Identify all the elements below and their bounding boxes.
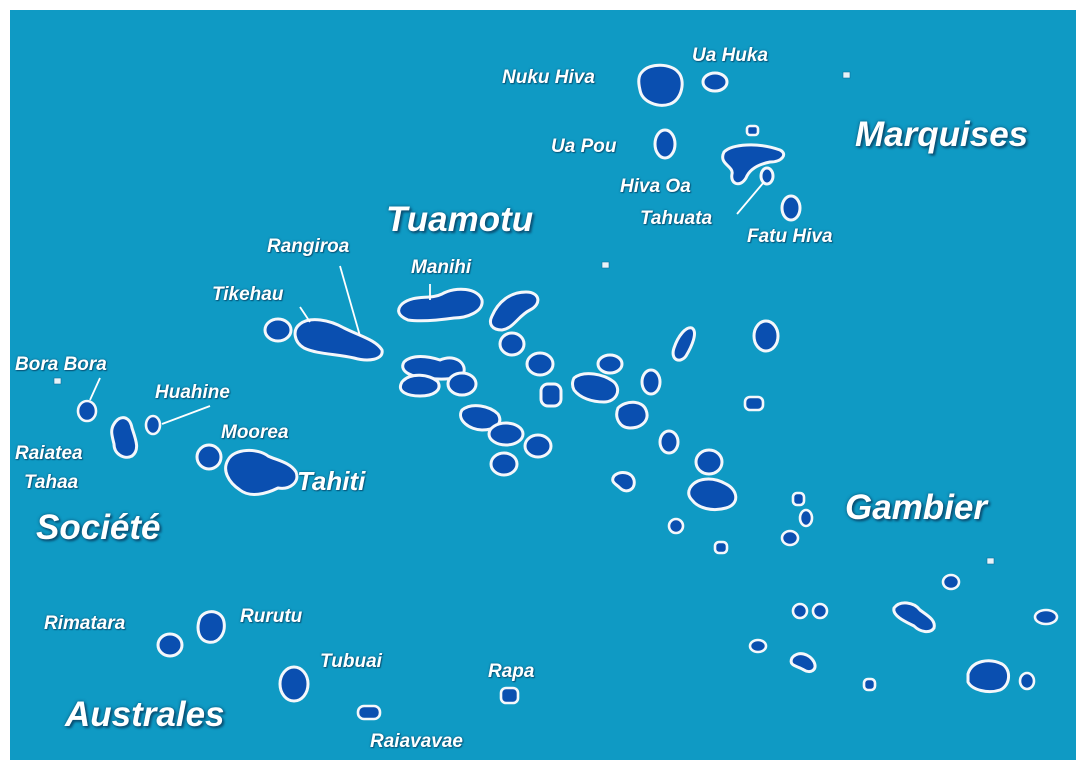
islands-layer: [53, 63, 1059, 721]
label-tahaa: Tahaa: [24, 472, 79, 493]
label-tubuai: Tubuai: [320, 651, 382, 672]
label-tahuata: Tahuata: [640, 208, 713, 229]
island-gambier-b: [798, 508, 814, 528]
island-gambier-l: [966, 659, 1010, 694]
island-tuamotu-d: [539, 382, 563, 408]
island-tuamotu-u: [687, 477, 738, 512]
label-gambier: Gambier: [845, 488, 987, 527]
island-tuamotu-o: [640, 368, 662, 396]
label-moorea: Moorea: [221, 422, 289, 443]
island-tuamotu-f: [399, 373, 441, 398]
island-gambier-m: [1018, 671, 1036, 691]
island-tikehau: [263, 317, 293, 343]
island-tuamotu-q: [752, 319, 780, 353]
island-gambier-e: [791, 602, 809, 620]
island-ua-huka: [701, 71, 729, 93]
label-huahine: Huahine: [155, 382, 230, 403]
leader-bora-bora: [89, 377, 101, 401]
island-huahine: [144, 414, 162, 436]
island-tuamotu-g: [446, 371, 478, 397]
leader-tikehau: [299, 306, 311, 323]
label-ua-pou: Ua Pou: [551, 136, 617, 157]
island-small-marquises: [745, 124, 760, 137]
label-societe: Société: [36, 508, 161, 547]
label-marquises: Marquises: [855, 115, 1029, 154]
island-raiatea-tahaa: [110, 416, 139, 459]
island-rangiroa: [293, 318, 384, 362]
island-tahuata: [759, 166, 775, 186]
label-hiva-oa: Hiva Oa: [620, 176, 691, 197]
island-tuamotu-i: [487, 421, 525, 447]
island-gambier-i: [748, 638, 768, 654]
label-tahiti: Tahiti: [297, 466, 366, 496]
leader-tahuata: [736, 181, 765, 215]
map-frame: Marquises Tuamotu Société Gambier Austra…: [10, 10, 1076, 760]
label-rangiroa: Rangiroa: [267, 236, 350, 257]
island-tuamotu-p: [671, 326, 696, 362]
label-nuku-hiva: Nuku Hiva: [502, 67, 595, 88]
label-raiavavae: Raiavavae: [370, 731, 463, 752]
island-fatu-hiva: [780, 194, 802, 222]
island-tahiti: [224, 449, 299, 496]
label-fatu-hiva: Fatu Hiva: [747, 226, 833, 247]
island-nuku-hiva: [637, 63, 684, 107]
island-tuamotu-x: [713, 540, 729, 555]
island-gambier-c: [780, 529, 800, 547]
island-gambier-h: [1033, 608, 1059, 626]
island-tuamotu-v: [611, 471, 636, 493]
leader-rangiroa: [339, 265, 361, 337]
island-tuamotu-l: [571, 372, 620, 404]
label-rimatara: Rimatara: [44, 613, 126, 634]
label-tikehau: Tikehau: [212, 284, 284, 305]
island-gambier-f: [811, 602, 829, 620]
island-tuamotu-a: [488, 290, 540, 332]
island-raiavavae: [356, 704, 382, 721]
label-manihi: Manihi: [411, 257, 472, 278]
island-rimatara: [156, 632, 184, 658]
island-tuamotu-n: [615, 400, 649, 430]
island-rurutu: [196, 610, 226, 644]
island-tuamotu-w: [667, 517, 685, 535]
island-gambier-j: [789, 652, 817, 674]
island-rapa: [499, 686, 520, 705]
dot-societe: [53, 377, 62, 385]
label-bora-bora: Bora Bora: [15, 354, 107, 375]
island-manihi: [397, 287, 484, 323]
island-gambier-a: [791, 491, 806, 507]
dot-marquises: [842, 71, 851, 79]
island-tuamotu-s: [658, 429, 680, 455]
island-gambier-d: [941, 573, 961, 591]
island-tubuai: [278, 665, 310, 703]
label-raiatea: Raiatea: [15, 443, 83, 464]
island-tuamotu-m: [596, 353, 624, 375]
island-tuamotu-k: [489, 451, 519, 477]
island-hiva-oa: [721, 143, 786, 186]
island-bora-bora: [76, 399, 98, 423]
dot-gambier: [986, 557, 995, 565]
dot-tuamotu: [601, 261, 610, 269]
label-tuamotu: Tuamotu: [386, 200, 534, 239]
island-tuamotu-b: [498, 331, 526, 357]
island-tuamotu-r: [743, 395, 765, 412]
island-tuamotu-j: [523, 433, 553, 459]
label-australes: Australes: [65, 695, 225, 734]
island-gambier-k: [862, 677, 877, 692]
island-moorea: [195, 443, 223, 471]
island-tuamotu-t: [694, 448, 724, 476]
leader-huahine: [161, 405, 211, 425]
label-rurutu: Rurutu: [240, 606, 303, 627]
island-ua-pou: [653, 128, 677, 160]
island-gambier-g: [892, 601, 936, 634]
label-rapa: Rapa: [488, 661, 535, 682]
label-ua-huka: Ua Huka: [692, 45, 769, 66]
island-tuamotu-c: [525, 351, 555, 377]
